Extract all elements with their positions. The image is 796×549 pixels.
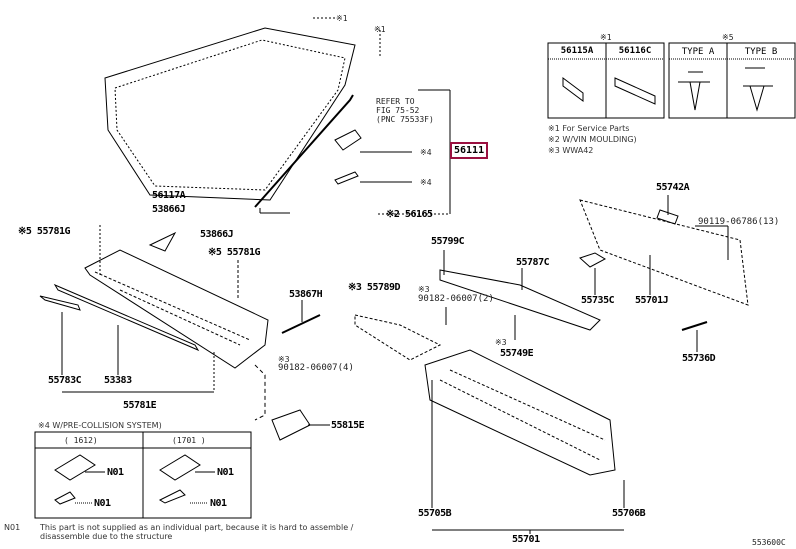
refer-note[interactable]: REFER TO [376,97,415,106]
n01-label: N01 [107,467,124,478]
part-label[interactable]: 55701J [635,295,669,306]
part-label[interactable]: 53383 [104,375,132,386]
part-label[interactable]: ※5 55781G [18,226,71,237]
type-b-header: TYPE B [744,47,778,57]
part-label[interactable]: 55736D [682,353,716,364]
part-label[interactable]: 55735C [581,295,615,306]
part-label-56116C[interactable]: 56116C [618,46,652,56]
legend-note: ※1 For Service Parts [548,124,630,133]
part-label[interactable]: 90182-06007(4) [278,363,354,373]
precollision-mark: ※4 [420,148,432,157]
legend-note: ※3 WWA42 [548,146,594,155]
service-mark: ※1 [374,25,386,34]
part-label[interactable]: 53866J [200,229,234,240]
part-label-56111-highlighted[interactable]: 56111 [450,142,489,159]
n01-label: N01 [210,498,227,509]
part-label[interactable]: 55815E [331,420,365,431]
refer-note[interactable]: FIG 75-52 [376,106,420,115]
part-label[interactable]: 90119-06786(13) [698,217,780,227]
legend-note: ※2 W/VIN MOULDING) [548,135,637,144]
part-label-56165[interactable]: ※2 56165 [386,209,433,220]
part-label[interactable]: ※5 55781G [208,247,261,258]
footnote-code: N01 [4,523,21,532]
type-a-header: TYPE A [681,47,715,57]
wwa42-mark: ※3 [495,338,507,347]
date-range-col1: ( 1612) [64,436,98,445]
part-label-56115A[interactable]: 56115A [560,46,594,56]
date-range-col2: (1701 ) [172,436,206,445]
part-label-53866J[interactable]: 53866J [152,204,186,215]
windshield-glass [104,27,356,201]
part-label[interactable]: 55706B [612,508,646,519]
part-label[interactable]: 53867H [289,289,323,300]
part-label[interactable]: 90182-06007(2) [418,294,494,304]
precollision-mark: ※4 [420,178,432,187]
cowl-panel [84,249,269,369]
figure-id: 553600C [752,538,786,547]
wwa42-mark: ※3 [418,285,430,294]
refer-note[interactable]: (PNC 75533F) [376,115,434,124]
clip-mark: ※5 [722,33,734,42]
dash-panel [424,349,616,476]
part-label[interactable]: 55742A [656,182,690,193]
part-label[interactable]: 55783C [48,375,82,386]
part-label[interactable]: 55701 [512,534,540,545]
footnote-text: This part is not supplied as an individu… [40,523,354,532]
n01-label: N01 [217,467,234,478]
part-label[interactable]: 55705B [418,508,452,519]
wwa42-mark: ※3 [278,355,290,364]
part-label[interactable]: 55781E [123,400,157,411]
part-label[interactable]: 55749E [500,348,534,359]
service-mark: ※1 [336,14,348,23]
part-label-56117A[interactable]: 56117A [152,190,186,201]
service-mark: ※1 [600,33,612,42]
n01-label: N01 [94,498,111,509]
part-label[interactable]: 55799C [431,236,465,247]
part-label[interactable]: ※3 55789D [348,282,401,293]
moulding [254,94,354,208]
part-label[interactable]: 55787C [516,257,550,268]
precollision-title: ※4 W/PRE-COLLISION SYSTEM) [38,421,162,430]
footnote-text: disassemble due to the structure [40,532,173,541]
